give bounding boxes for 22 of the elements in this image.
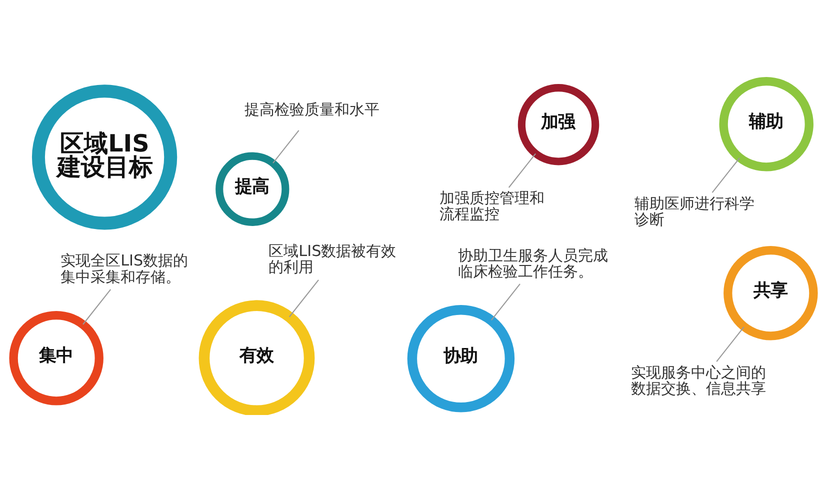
node-circle: 协助 [406, 305, 514, 412]
node-text: 实现全区LIS数据的集中采集和存储。 [60, 252, 188, 286]
node-text: 提高检验质量和水平 [244, 100, 380, 119]
node-text: 加强质控管理和流程监控 [438, 188, 544, 224]
node-text: 实现服务中心之间的数据交换、信息共享 [630, 363, 766, 398]
node-text: 协助卫生服务人员完成临床检验工作任务。 [457, 246, 608, 281]
connector [508, 153, 536, 188]
node-circle: 区域LIS建设目标 [31, 84, 177, 230]
connector [716, 326, 744, 362]
connector [82, 289, 111, 325]
node-text: 区域LIS数据被有效的利用 [268, 242, 396, 276]
node-circle: 加强 [517, 84, 599, 166]
connector [711, 158, 740, 193]
connector [272, 130, 299, 164]
connector [288, 280, 318, 318]
connector [490, 284, 520, 320]
node-circle: 有效 [198, 300, 314, 415]
node-circle: 提高 [215, 152, 289, 226]
node-text: 辅助医师进行科学诊断 [634, 194, 754, 229]
node-circle: 辅助 [718, 77, 813, 172]
node-circle: 共享 [723, 246, 818, 340]
node-circle: 集中 [8, 311, 103, 406]
